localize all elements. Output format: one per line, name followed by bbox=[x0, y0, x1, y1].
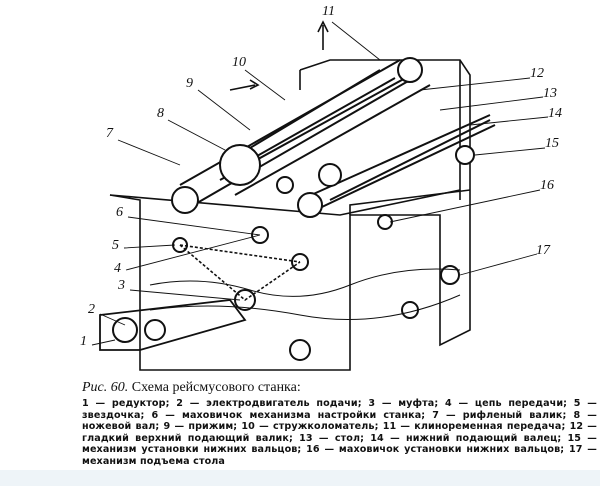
planer-machine-drawing bbox=[91, 20, 549, 371]
label-12: 12 bbox=[530, 66, 544, 81]
label-13: 13 bbox=[543, 86, 557, 101]
label-16: 16 bbox=[540, 178, 554, 193]
label-8: 8 bbox=[157, 106, 164, 121]
bottom-strip bbox=[0, 470, 600, 486]
label-1: 1 bbox=[80, 334, 87, 349]
label-7: 7 bbox=[106, 126, 113, 141]
figure-number: Рис. 60. bbox=[82, 380, 129, 395]
caption-legend: 1 — редуктор; 2 — электродвигатель подач… bbox=[82, 398, 597, 467]
label-4: 4 bbox=[114, 261, 121, 276]
label-5: 5 bbox=[112, 238, 119, 253]
caption-title: Рис. 60. Схема рейсмусового станка: bbox=[82, 380, 597, 396]
label-10: 10 bbox=[232, 55, 246, 70]
label-9: 9 bbox=[186, 76, 193, 91]
label-17: 17 bbox=[536, 243, 550, 258]
label-2: 2 bbox=[88, 302, 95, 317]
label-14: 14 bbox=[548, 106, 562, 121]
label-15: 15 bbox=[545, 136, 559, 151]
label-3: 3 bbox=[118, 278, 125, 293]
label-11: 11 bbox=[322, 4, 335, 19]
figure-caption: Рис. 60. Схема рейсмусового станка: 1 — … bbox=[82, 380, 597, 467]
caption-text: Схема рейсмусового станка: bbox=[131, 380, 301, 395]
label-6: 6 bbox=[116, 205, 123, 220]
